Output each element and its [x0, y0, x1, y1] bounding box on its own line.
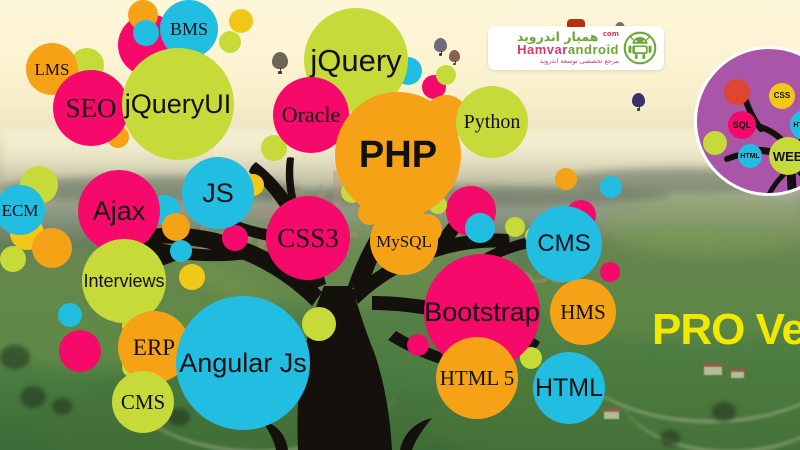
decorative-bubble	[555, 168, 577, 190]
background-house	[702, 363, 724, 375]
logo-cap-decoration	[567, 19, 585, 27]
decorative-bubble	[407, 334, 429, 356]
hot-air-balloon	[449, 50, 460, 65]
logo-tld: com	[602, 30, 619, 39]
decorative-bubble	[229, 9, 253, 33]
decorative-bubble	[436, 65, 456, 85]
decorative-bubble	[222, 225, 248, 251]
decorative-bubble	[162, 213, 190, 241]
logo-latin-title: Hamvarandroid	[517, 43, 619, 57]
inset-node-sql: SQL	[728, 111, 756, 139]
tech-bubble-interviews[interactable]: Interviews	[82, 239, 166, 323]
inset-node-web: WEB	[769, 137, 800, 175]
background-tree	[52, 398, 72, 415]
inset-mini-tree-panel: SQLCSSHTML5WEBHTMLCA	[694, 46, 800, 196]
hot-air-balloon	[272, 52, 288, 74]
background-house	[602, 408, 621, 419]
background-tree	[660, 430, 680, 446]
tech-bubble-html[interactable]: HTML	[533, 352, 605, 424]
tech-bubble-oracle[interactable]: Oracle	[273, 77, 349, 153]
hot-air-balloon	[632, 93, 645, 111]
inset-node-css: CSS	[769, 83, 795, 109]
tech-bubble-jqueryui[interactable]: jQueryUI	[122, 48, 234, 160]
decorative-bubble	[59, 330, 101, 372]
decorative-bubble	[505, 217, 525, 237]
logo-text-block: com همیار اندروید Hamvarandroid مرجع تخص…	[497, 30, 619, 66]
tech-bubble-mysql[interactable]: MySQL	[370, 207, 438, 275]
decorative-bubble	[302, 307, 336, 341]
logo-subtitle: مرجع تخصصی توسعه اندروید	[539, 56, 619, 65]
hot-air-balloon	[434, 38, 447, 56]
background-tree	[20, 386, 46, 408]
decorative-bubble	[465, 213, 495, 243]
decorative-bubble	[179, 264, 205, 290]
tech-bubble-html-5[interactable]: HTML 5	[436, 337, 518, 419]
background-tree	[168, 408, 190, 426]
logo-latin-part2: android	[567, 42, 619, 58]
tech-bubble-css3[interactable]: CSS3	[266, 196, 350, 280]
tech-bubble-js[interactable]: JS	[182, 157, 254, 229]
decorative-bubble	[0, 246, 26, 272]
tech-bubble-cms[interactable]: CMS	[112, 371, 174, 433]
android-robot-icon	[623, 31, 657, 65]
logo-persian-title: com همیار اندروید	[516, 29, 619, 45]
decorative-bubble	[58, 303, 82, 327]
tech-bubble-seo[interactable]: SEO	[53, 70, 129, 146]
decorative-bubble	[170, 240, 192, 262]
inset-node-blank-7	[724, 79, 750, 105]
logo-latin-part1: Hamvar	[517, 42, 568, 58]
inset-node-html: HTML	[738, 144, 762, 168]
inset-node-blank-8	[703, 131, 727, 155]
tech-bubble-python[interactable]: Python	[456, 86, 528, 158]
tech-bubble-ecm[interactable]: ECM	[0, 185, 45, 235]
tech-bubble-hms[interactable]: HMS	[550, 279, 616, 345]
tech-bubble-cms[interactable]: CMS	[526, 206, 602, 282]
decorative-bubble	[32, 228, 72, 268]
tech-bubble-lms[interactable]: LMS	[26, 43, 78, 95]
decorative-bubble	[600, 262, 620, 282]
decorative-bubble	[219, 31, 241, 53]
site-logo[interactable]: com همیار اندروید Hamvarandroid مرجع تخص…	[488, 19, 664, 70]
pro-version-text: PRO Ve	[652, 305, 800, 354]
decorative-bubble	[133, 20, 159, 46]
tech-bubble-bootstrap[interactable]: Bootstrap	[424, 254, 540, 370]
tech-bubble-ajax[interactable]: Ajax	[78, 170, 160, 252]
background-field	[600, 195, 800, 255]
background-tree	[0, 345, 30, 369]
tech-bubble-angular-js[interactable]: Angular Js	[176, 296, 310, 430]
decorative-bubble	[520, 347, 542, 369]
background-house	[729, 368, 746, 378]
background-tree	[712, 402, 736, 422]
tech-bubble-php[interactable]: PHP	[335, 92, 461, 218]
decorative-bubble	[600, 176, 622, 198]
